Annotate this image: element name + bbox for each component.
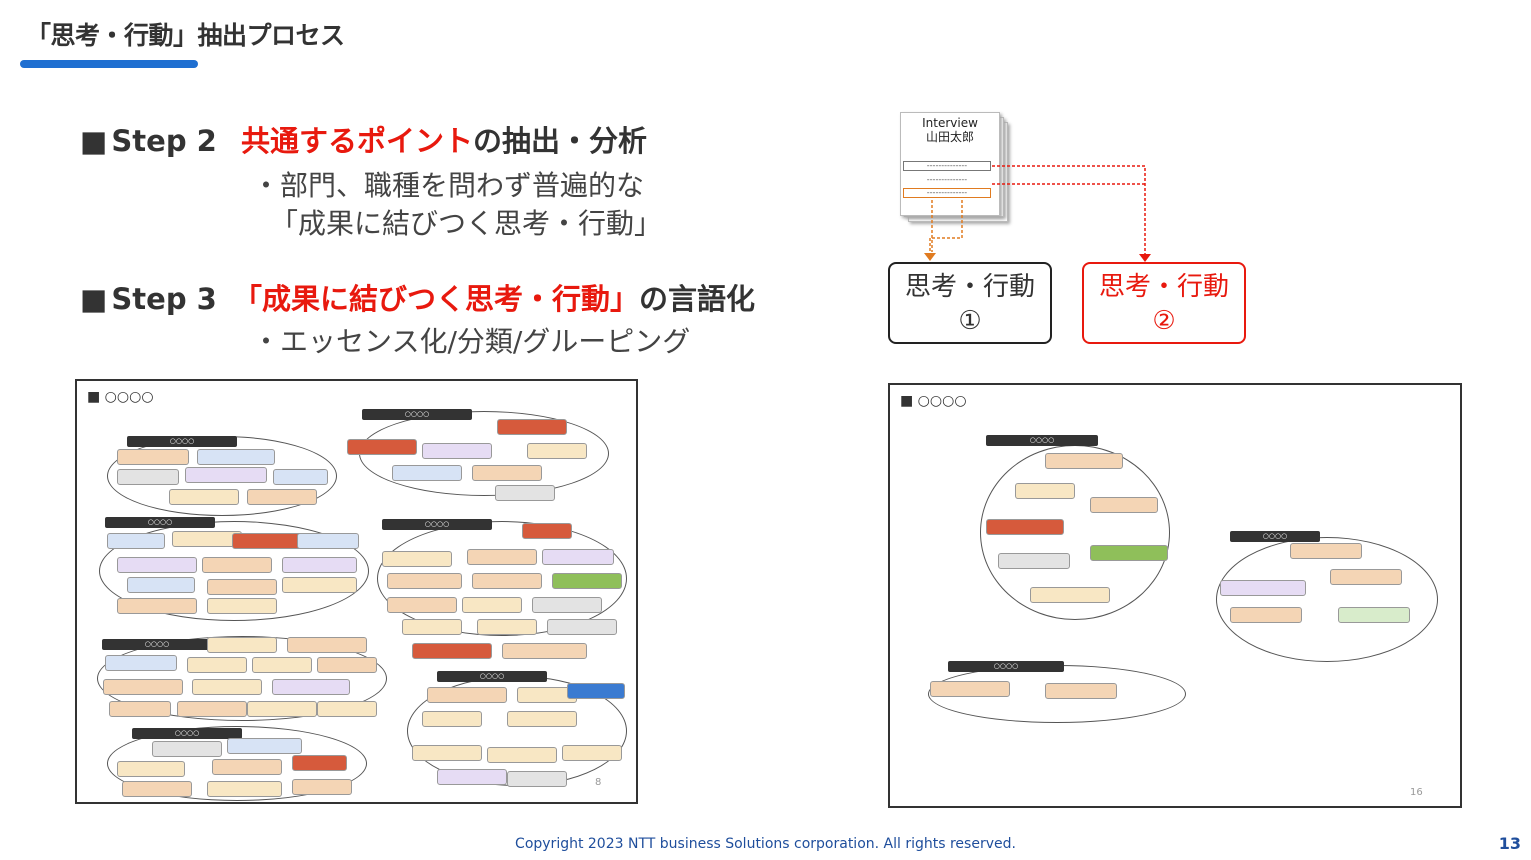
red-connector (992, 165, 1146, 258)
slide-thumbnail-right: ■ ○○○○ ○○○○ ○○○○ ○○○○ 16 (888, 383, 1462, 808)
thumb-left-cluster-label: ○○○○ (147, 518, 173, 526)
orange-arrowhead (924, 253, 936, 261)
doc-line-1: -------------- (903, 161, 991, 171)
interview-doc (900, 112, 1000, 216)
thought-action-box-2: 思考・行動 ② (1082, 262, 1246, 344)
orange-connector (929, 200, 963, 257)
step2-heading: ■Step 2 共通するポイントの抽出・分析 (80, 118, 647, 160)
step3-rest: の言語化 (638, 282, 755, 316)
doc-line-2: -------------- (926, 175, 968, 184)
thought-action-box-1: 思考・行動 ① (888, 262, 1052, 344)
step3-label: Step 3 (111, 282, 217, 316)
thumb-left-cluster-label: ○○○○ (169, 437, 195, 445)
title-underline (20, 60, 198, 68)
box2-number: ② (1152, 306, 1176, 336)
slide-thumbnail-left: ■ ○○○○ ○○○○ ○○○○ ○○○○ ○○○○ ○○○○ ○○○○ ○○○… (75, 379, 638, 804)
interview-title: Interview (922, 116, 978, 130)
step3-heading: ■Step 3 「成果に結びつく思考・行動」の言語化 (80, 276, 755, 318)
thumb-right-cluster-label: ○○○○ (1029, 436, 1055, 444)
box1-label: 思考・行動 (904, 272, 1035, 302)
thumb-right-page-number: 16 (1410, 787, 1423, 798)
step2-sub2: 「成果に結びつく思考・行動」 (270, 207, 663, 240)
thumb-left-cluster-label: ○○○○ (424, 520, 450, 528)
interview-doc-title: Interview 山田太郎 (900, 116, 1000, 144)
step2-square: ■ (80, 124, 108, 158)
step3-square: ■ (80, 282, 108, 316)
thumb-left-page-number: 8 (595, 777, 602, 788)
box2-label: 思考・行動 (1098, 272, 1229, 302)
thumb-right-cluster-label: ○○○○ (993, 662, 1019, 670)
page-title: 「思考・行動」抽出プロセス (26, 21, 345, 50)
step2-label: Step 2 (111, 124, 217, 158)
step2-rest: の抽出・分析 (472, 124, 647, 158)
slide-page-number: 13 (1498, 834, 1521, 853)
thumb-left-cluster-label: ○○○○ (144, 640, 170, 648)
step2-highlight: 共通するポイント (240, 124, 473, 158)
copyright-footer: Copyright 2023 NTT business Solutions co… (515, 836, 1016, 852)
interviewee-name: 山田太郎 (925, 130, 974, 144)
doc-line-3: -------------- (903, 188, 991, 198)
thumb-left-heading: ■ ○○○○ (87, 389, 154, 405)
thumb-left-cluster-label: ○○○○ (479, 672, 505, 680)
step3-sub1: ・エッセンス化/分類/グルーピング (252, 325, 691, 358)
step2-sub1: ・部門、職種を問わず普遍的な (252, 169, 645, 202)
thumb-right-cluster-label: ○○○○ (1262, 532, 1288, 540)
step3-highlight: 「成果に結びつく思考・行動」 (232, 282, 639, 316)
thumb-left-cluster-label: ○○○○ (174, 729, 200, 737)
thumb-left-cluster-label: ○○○○ (404, 410, 430, 418)
thumb-right-heading: ■ ○○○○ (900, 393, 967, 409)
box1-number: ① (958, 306, 982, 336)
red-arrowhead (1139, 254, 1151, 262)
